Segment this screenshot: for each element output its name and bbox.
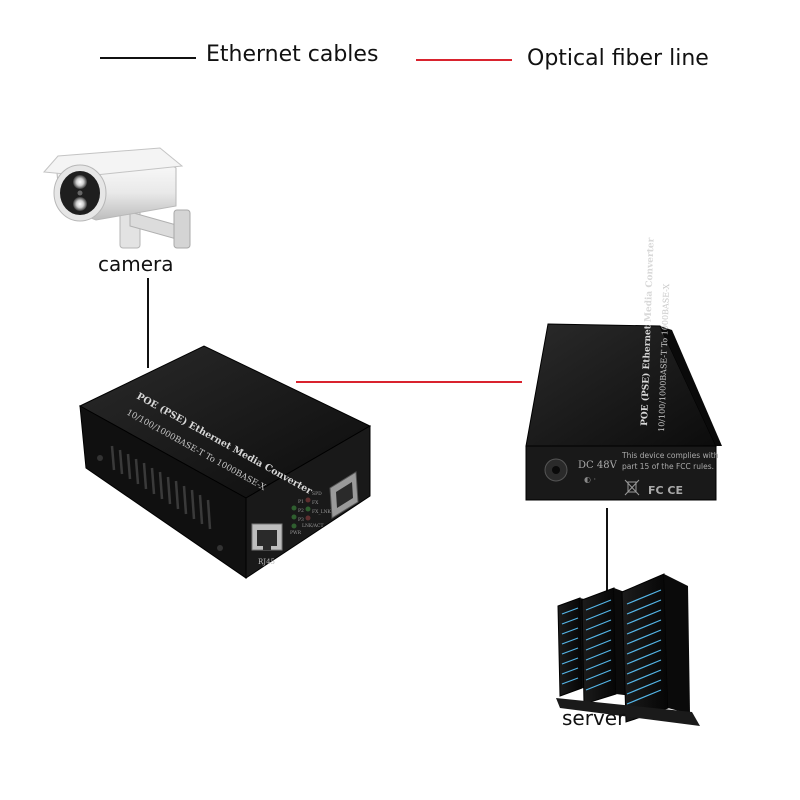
led-label-spd: SPD bbox=[312, 491, 322, 497]
server-label: server bbox=[562, 706, 626, 730]
fcc-notice-line1: This device complies with bbox=[621, 451, 719, 460]
sfp-port bbox=[329, 471, 359, 519]
dc-power-jack bbox=[544, 458, 568, 482]
led-label-fx: FX bbox=[312, 500, 319, 506]
camera-label: camera bbox=[98, 252, 174, 276]
rj45-label: RJ45 bbox=[258, 558, 275, 566]
led-label-p3: P3 bbox=[298, 517, 304, 523]
dc-48v-label: DC 48V bbox=[578, 460, 618, 471]
led-label-lnk-act: LNK/ACT bbox=[302, 523, 324, 529]
led-label-fx-lnk: FX_LNK bbox=[312, 509, 332, 515]
fcc-notice-line2: part 15 of the FCC rules. bbox=[622, 462, 714, 471]
certification-marks: FC CE bbox=[648, 484, 683, 497]
polarity-symbol: ◐ · bbox=[584, 475, 596, 484]
server-icon bbox=[556, 573, 700, 726]
led-label-pwr: PWR bbox=[290, 530, 302, 536]
rj45-port bbox=[251, 523, 283, 551]
led-indicators bbox=[291, 497, 311, 529]
legend-ethernet-label: Ethernet cables bbox=[206, 42, 379, 67]
vent-slots bbox=[110, 445, 212, 530]
weee-bin-icon bbox=[624, 479, 640, 496]
media-converter-right: POE (PSE) Ethernet Media Converter 10/10… bbox=[525, 237, 722, 501]
legend-fiber-label: Optical fiber line bbox=[527, 46, 709, 71]
led-label-p2: P2 bbox=[298, 508, 304, 514]
camera-icon bbox=[42, 147, 191, 249]
led-label-p1: P1 bbox=[298, 499, 304, 505]
media-converter-left: POE (PSE) Ethernet Media Converter 10/10… bbox=[78, 345, 372, 579]
